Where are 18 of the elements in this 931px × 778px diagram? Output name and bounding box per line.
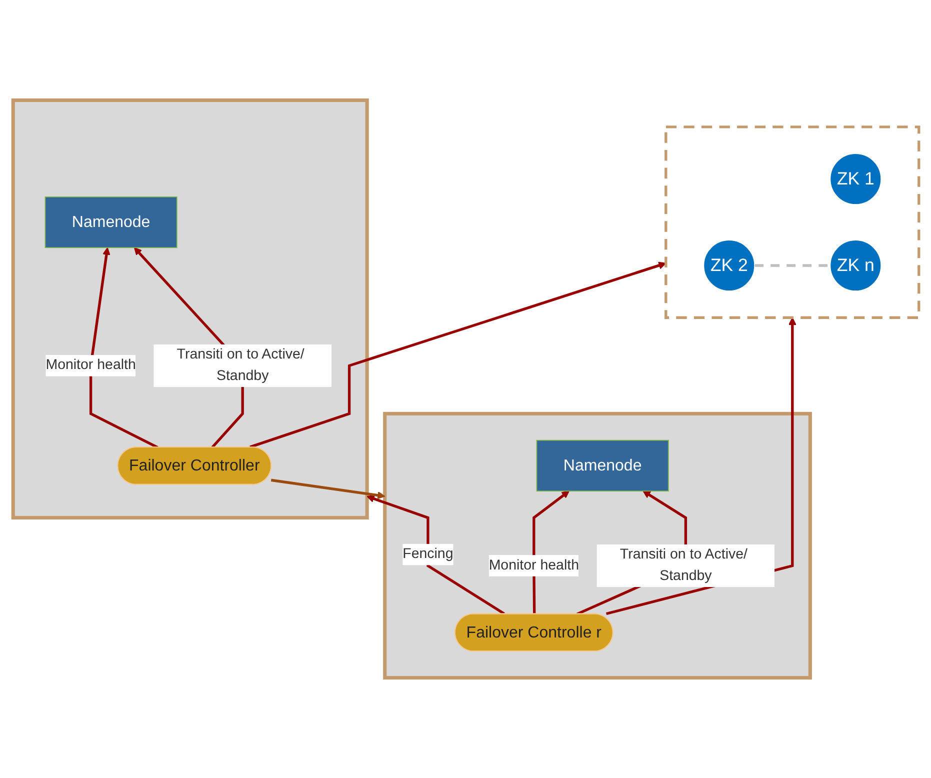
edge-label: Monitor health — [45, 358, 136, 373]
connector — [754, 264, 830, 267]
arrow — [88, 247, 158, 449]
cluster — [664, 126, 920, 319]
arrow — [249, 262, 666, 448]
node-box: Namenode — [44, 196, 177, 248]
cluster — [382, 412, 812, 680]
cluster — [10, 98, 368, 520]
edge-label: Fencing — [402, 546, 453, 562]
node-circle: ZK 2 — [702, 240, 755, 292]
arrow — [270, 478, 385, 500]
edge-label: Transiti on to Active/ Standby — [176, 346, 304, 384]
edge-label: Monitor health — [488, 558, 578, 573]
node-box: Namenode — [536, 440, 668, 492]
arrow — [366, 494, 504, 615]
node-circle: ZK n — [829, 240, 882, 292]
edge-label: Transiti on to Active/ Standby — [619, 547, 747, 584]
node-circle: ZK 1 — [829, 153, 882, 205]
